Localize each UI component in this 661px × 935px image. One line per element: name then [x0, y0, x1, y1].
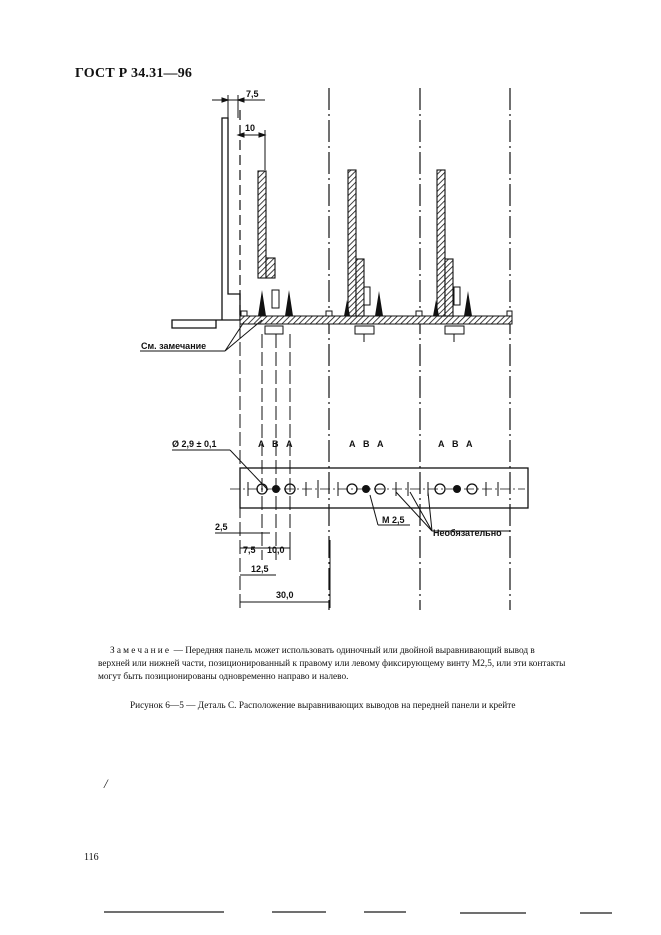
- thread-label: M 2,5: [382, 515, 405, 525]
- screws: [240, 286, 513, 335]
- svg-text:2,5: 2,5: [215, 522, 228, 532]
- projection-lines: [239, 324, 291, 610]
- svg-text:B: B: [272, 439, 279, 449]
- scan-artifact: [580, 912, 612, 914]
- page-number: 116: [84, 852, 99, 863]
- callout-note-label: См. замечание: [141, 341, 206, 351]
- note-text: Передняя панель может использовать одино…: [98, 646, 566, 682]
- svg-text:A: A: [258, 439, 265, 449]
- svg-text:B: B: [452, 439, 459, 449]
- bottom-dimensions: [215, 532, 331, 608]
- dim-7-5-label: 7,5: [246, 89, 259, 99]
- figure-caption: Рисунок 6—5 — Деталь C. Расположение выр…: [130, 701, 516, 711]
- scan-artifact: [104, 911, 224, 913]
- document-header: ГОСТ Р 34.31—96: [75, 66, 193, 81]
- svg-text:7,5: 7,5: [243, 545, 256, 555]
- slot-centerlines: [328, 88, 511, 610]
- front-panel-profile: [171, 117, 241, 329]
- alignment-holes: [256, 483, 478, 495]
- dim-10-label: 10: [245, 123, 255, 133]
- optional-ticks: [247, 480, 499, 498]
- svg-text:30,0: 30,0: [276, 590, 294, 600]
- screw-holes: [272, 485, 461, 493]
- svg-text:10,0: 10,0: [267, 545, 285, 555]
- hole-diameter-label: Ø 2,9 ± 0,1: [172, 439, 216, 449]
- stray-mark: /: [104, 776, 108, 791]
- boards: [257, 169, 454, 317]
- scan-artifact: [460, 912, 526, 914]
- svg-text:A: A: [377, 439, 384, 449]
- scan-artifact: [272, 911, 326, 913]
- hole-group-labels: A B A A B A A B A: [258, 439, 473, 449]
- note-lead: Замечание: [110, 646, 172, 656]
- optional-label: Необязательно: [433, 528, 502, 538]
- guide-pins: [258, 290, 472, 316]
- crate-rail: [239, 315, 513, 325]
- note-paragraph: Замечание — Передняя панель может исполь…: [98, 646, 566, 682]
- svg-text:A: A: [286, 439, 293, 449]
- panel-strip: [239, 467, 529, 509]
- svg-text:12,5: 12,5: [251, 564, 269, 574]
- svg-text:A: A: [438, 439, 445, 449]
- svg-text:A: A: [466, 439, 473, 449]
- top-dimensions: [212, 95, 267, 170]
- svg-text:B: B: [363, 439, 370, 449]
- callout-leader: [140, 319, 263, 352]
- svg-text:A: A: [349, 439, 356, 449]
- scan-artifact: [364, 911, 406, 913]
- technical-drawing: 7,5 10: [140, 88, 529, 610]
